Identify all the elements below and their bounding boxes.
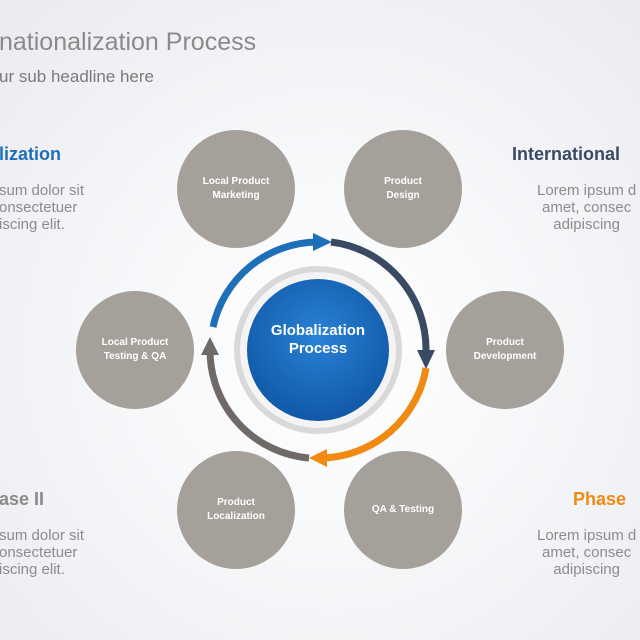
step-product-localization: Product Localization — [177, 451, 295, 569]
center-label: Globalization Process — [270, 322, 366, 357]
arc-orange — [321, 367, 430, 462]
step-label: Product Localization — [207, 497, 265, 522]
step-label: Product Development — [473, 337, 537, 362]
top-left-heading: lization — [0, 144, 61, 164]
arrow-head-gray — [201, 337, 219, 355]
arrow-head-blue — [313, 233, 332, 251]
top-right-body: Lorem ipsum d amet, consec adipiscing — [537, 182, 636, 233]
page-subtitle: ur sub headline here — [0, 67, 155, 86]
arc-navy — [330, 238, 430, 351]
step-label: Local Product Marketing — [202, 176, 270, 201]
bottom-left-line-3: iscing elit. — [0, 561, 65, 578]
top-right-line-1: Lorem ipsum d — [537, 182, 637, 199]
step-label: Local Product Testing & QA — [101, 337, 169, 362]
page-title: nationalization Process — [0, 28, 257, 56]
bottom-right-line-1: Lorem ipsum d — [537, 527, 637, 544]
step-label: QA & Testing — [371, 504, 435, 515]
step-qa-testing: QA & Testing — [344, 451, 462, 569]
arc-gray — [206, 349, 310, 462]
bottom-left-heading: ase II — [0, 489, 45, 509]
bottom-right-line-3: adipiscing — [553, 561, 620, 578]
arc-blue — [209, 238, 319, 328]
center-circle — [247, 279, 389, 421]
top-right-line-2: amet, consec — [542, 199, 632, 216]
bottom-left-line-1: sum dolor sit — [0, 527, 85, 544]
bottom-right-body: Lorem ipsum d amet, consec adipiscing — [537, 527, 636, 578]
arrow-head-navy — [417, 350, 435, 369]
step-product-design: Product Design — [344, 130, 462, 248]
step-label: Product Design — [384, 176, 422, 201]
top-left-body: sum dolor sit onsectetuer iscing elit. — [0, 182, 84, 233]
top-left-line-2: onsectetuer — [0, 199, 78, 216]
top-right-line-3: adipiscing — [553, 216, 620, 233]
arrow-head-orange — [309, 449, 327, 467]
top-right-heading: International — [512, 144, 621, 164]
step-product-development: Product Development — [446, 291, 564, 409]
bottom-right-line-2: amet, consec — [542, 544, 632, 561]
top-left-line-1: sum dolor sit — [0, 182, 85, 199]
step-local-product-marketing: Local Product Marketing — [177, 130, 295, 248]
bottom-left-body: sum dolor sit onsectetuer iscing elit. — [0, 527, 84, 578]
bottom-left-line-2: onsectetuer — [0, 544, 78, 561]
top-left-line-3: iscing elit. — [0, 216, 65, 233]
step-local-product-testing-qa: Local Product Testing & QA — [76, 291, 194, 409]
bottom-right-heading: Phase — [573, 489, 627, 509]
